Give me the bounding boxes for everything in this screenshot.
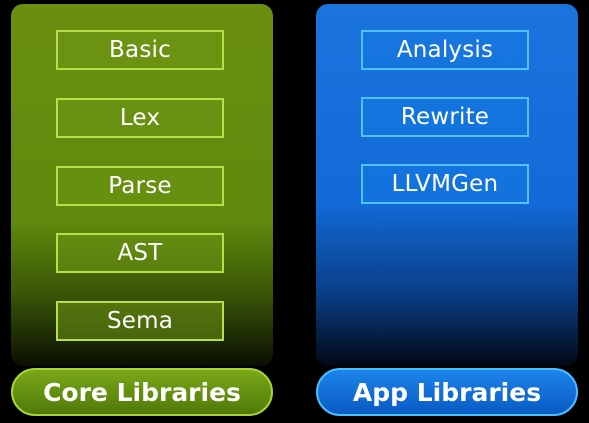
core-item-ast: AST xyxy=(56,233,224,273)
app-item-rewrite: Rewrite xyxy=(361,97,529,137)
core-libraries-label: Core Libraries xyxy=(11,368,273,416)
app-libraries-panel: Analysis Rewrite LLVMGen xyxy=(316,4,578,366)
app-libraries-label: App Libraries xyxy=(316,368,578,416)
core-libraries-panel: Basic Lex Parse AST Sema xyxy=(11,4,273,366)
app-item-analysis: Analysis xyxy=(361,30,529,70)
core-item-sema: Sema xyxy=(56,301,224,341)
core-item-basic: Basic xyxy=(56,30,224,70)
core-item-lex: Lex xyxy=(56,98,224,138)
app-item-llvmgen: LLVMGen xyxy=(361,164,529,204)
core-item-parse: Parse xyxy=(56,166,224,206)
